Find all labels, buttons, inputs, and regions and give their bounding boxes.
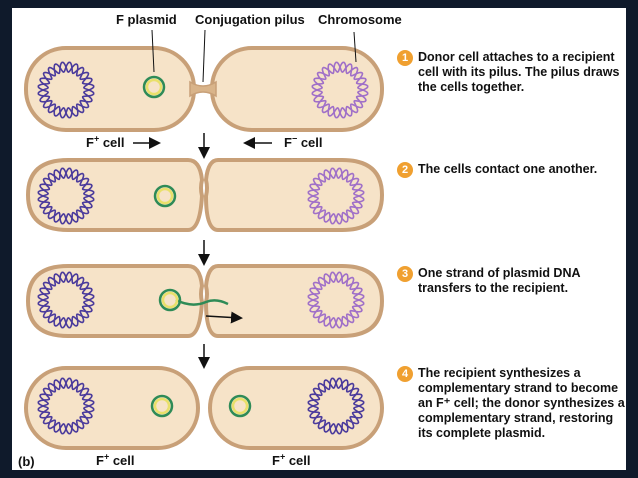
f-plasmid-inner-icon	[153, 397, 171, 415]
chromosome-strand	[307, 271, 365, 329]
donor-cell-base: F	[96, 453, 104, 468]
f-plasmid-icon	[158, 288, 182, 312]
step-4-text: The recipient synthesizes a complementar…	[418, 366, 625, 440]
f-plasmid-icon	[150, 394, 174, 418]
chromosome-strand	[311, 61, 369, 119]
donor-cell-suffix: cell	[99, 135, 125, 150]
donor-cell-sup: +	[103, 451, 110, 462]
recipient-cell-sup: −	[291, 133, 298, 144]
donor-cell-label-bottom: F+ cell	[96, 451, 135, 468]
chromosome-strand	[37, 377, 95, 435]
step-3-badge: 3	[397, 266, 413, 282]
chromosome-strand	[307, 377, 365, 435]
step-2-text: The cells contact one another.	[418, 162, 598, 176]
transfer-arrow	[205, 311, 243, 324]
row-4	[24, 366, 384, 450]
pilus-label: Conjugation pilus	[195, 12, 305, 27]
transferring-strand	[175, 298, 229, 306]
panel-label: (b)	[18, 454, 35, 469]
step-3-text: One strand of plasmid DNA transfers to t…	[418, 266, 581, 295]
recipient-cell-base: F	[284, 135, 292, 150]
f-plasmid-label: F plasmid	[116, 12, 177, 27]
donor-cell-suffix: cell	[285, 453, 311, 468]
donor-cell-sup: +	[93, 133, 100, 144]
step-1-badge: 1	[397, 50, 413, 66]
donor-cell-suffix: cell	[109, 453, 135, 468]
recipient-cell	[208, 366, 384, 450]
recipient-cell-suffix: cell	[297, 135, 323, 150]
chromosome-strand	[37, 167, 95, 225]
recipient-cell-label-top: F− cell	[284, 133, 323, 150]
donor-cell-base: F	[86, 135, 94, 150]
f-plasmid-inner-icon	[145, 78, 163, 96]
step-4-badge: 4	[397, 366, 413, 382]
chromosome-strand	[37, 271, 95, 329]
donor-cell-base: F	[272, 453, 280, 468]
f-plasmid-inner-icon	[231, 397, 249, 415]
donor-cell	[24, 46, 196, 132]
conjugation-pilus	[189, 80, 217, 98]
pilus-leader	[202, 29, 206, 83]
f-plasmid-icon	[153, 184, 177, 208]
f-plasmid-icon	[228, 394, 252, 418]
f-plasmid-leader	[151, 29, 155, 73]
f-plasmid-inner-icon	[161, 291, 179, 309]
new-donor-cell-label-bottom: F+ cell	[272, 451, 311, 468]
chromosome-label: Chromosome	[318, 12, 402, 27]
dna-layer	[37, 61, 369, 435]
recipient-cell	[210, 46, 384, 132]
donor-cell-label-top: F+ cell	[86, 133, 125, 150]
f-plasmid-inner-icon	[156, 187, 174, 205]
chromosome-strand	[307, 167, 365, 225]
chromosome-strand	[37, 61, 95, 119]
f-plasmid-icon	[142, 75, 166, 99]
step-2-badge: 2	[397, 162, 413, 178]
donor-cell-sup: +	[279, 451, 286, 462]
step-1-text: Donor cell attaches to a recipient cell …	[418, 50, 620, 94]
chromosome-leader	[353, 31, 357, 63]
